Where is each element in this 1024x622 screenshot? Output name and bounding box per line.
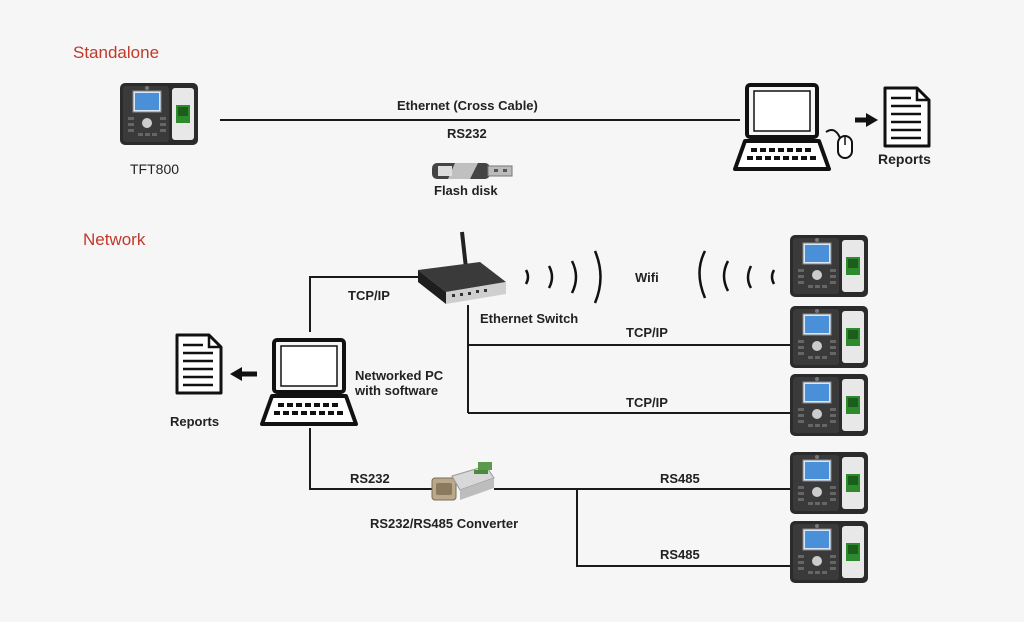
flash-disk-icon <box>432 163 513 179</box>
network-report-document-icon <box>175 333 223 395</box>
network-rs232-label: RS232 <box>350 471 390 486</box>
wifi-signal-icon <box>524 250 776 304</box>
mouse-cable <box>825 129 841 139</box>
standalone-reports-label: Reports <box>878 151 931 167</box>
network-wiring <box>309 276 790 567</box>
network-terminal-4-icon <box>789 451 869 515</box>
rs485-label-2: RS485 <box>660 547 700 562</box>
mouse-icon <box>837 135 853 159</box>
tcpip-label-1: TCP/IP <box>626 325 668 340</box>
ethernet-switch-label: Ethernet Switch <box>480 311 579 326</box>
network-reports-label: Reports <box>170 414 220 429</box>
pc-tcpip-label: TCP/IP <box>348 288 390 303</box>
arrow-right-icon <box>855 113 878 127</box>
section-title-network: Network <box>83 230 146 249</box>
standalone-rs232-label: RS232 <box>447 126 487 141</box>
flash-disk-label: Flash disk <box>434 183 498 198</box>
networked-pc-label-line2: with software <box>355 383 439 398</box>
ethernet-switch-icon <box>418 231 506 304</box>
wifi-label: Wifi <box>635 270 659 285</box>
standalone-report-document-icon <box>883 86 931 148</box>
tcpip-label-2: TCP/IP <box>626 395 668 410</box>
networked-pc-icon <box>260 338 358 426</box>
converter-icon <box>431 462 495 501</box>
network-terminal-3-icon <box>789 373 869 437</box>
tft800-label: TFT800 <box>130 161 180 177</box>
arrow-left-icon <box>230 367 257 381</box>
section-title-standalone: Standalone <box>73 43 160 62</box>
standalone-pc-icon <box>733 83 831 171</box>
tft800-terminal-icon <box>119 82 199 146</box>
converter-label: RS232/RS485 Converter <box>370 516 519 531</box>
network-terminal-1-icon <box>789 234 869 298</box>
network-terminal-5-icon <box>789 520 869 584</box>
network-terminal-2-icon <box>789 305 869 369</box>
networked-pc-label-line1: Networked PC <box>355 368 444 383</box>
rs485-label-1: RS485 <box>660 471 700 486</box>
ethernet-cross-cable-label: Ethernet (Cross Cable) <box>397 98 538 113</box>
